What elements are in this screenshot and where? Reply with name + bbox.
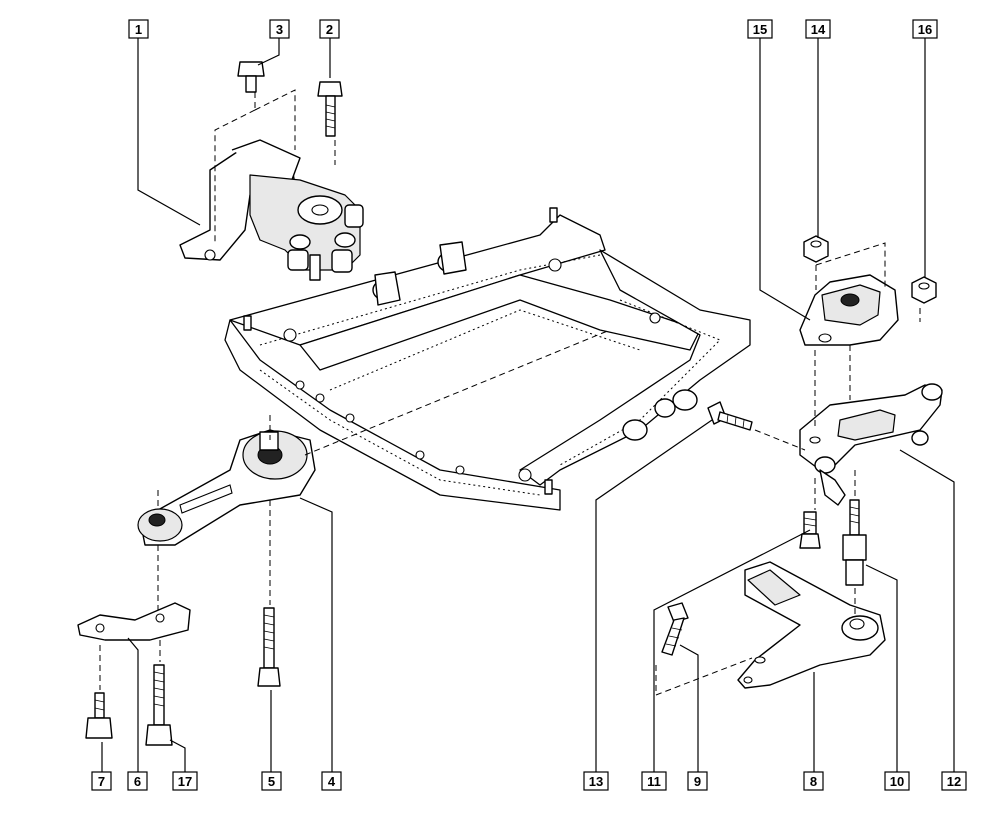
svg-text:1: 1: [135, 22, 142, 37]
torque-rod-part[interactable]: [137, 429, 316, 546]
svg-text:9: 9: [694, 774, 701, 789]
nut-16-part[interactable]: [911, 276, 937, 304]
svg-text:12: 12: [947, 774, 961, 789]
svg-text:7: 7: [98, 774, 105, 789]
bolt-11-part[interactable]: [799, 511, 821, 549]
svg-text:10: 10: [890, 774, 904, 789]
bolt-13-part[interactable]: [707, 401, 753, 431]
svg-text:15: 15: [753, 22, 767, 37]
svg-text:6: 6: [134, 774, 141, 789]
svg-text:4: 4: [328, 774, 336, 789]
callout-1: 1: [128, 19, 149, 39]
bolt-17-part[interactable]: [145, 664, 173, 746]
callout-9: 9: [687, 771, 708, 791]
gearbox-mount-part[interactable]: [799, 274, 899, 346]
bolt-5-part[interactable]: [257, 607, 281, 687]
callout-3: 3: [269, 19, 290, 39]
callout-7: 7: [91, 771, 112, 791]
subframe-part[interactable]: [224, 207, 751, 511]
svg-text:16: 16: [918, 22, 932, 37]
bolt-3-part[interactable]: [237, 61, 265, 93]
svg-text:2: 2: [326, 22, 333, 37]
svg-text:3: 3: [276, 22, 283, 37]
assembly-guidelines: [99, 89, 921, 696]
svg-text:14: 14: [811, 22, 826, 37]
callout-13: 13: [583, 771, 609, 791]
callout-5: 5: [261, 771, 282, 791]
callout-8: 8: [803, 771, 824, 791]
callout-14: 14: [805, 19, 831, 39]
svg-text:17: 17: [178, 774, 192, 789]
mounting-plate-part[interactable]: [77, 602, 191, 641]
callout-6: 6: [127, 771, 148, 791]
svg-text:13: 13: [589, 774, 603, 789]
callout-2: 2: [319, 19, 340, 39]
bolt-9-part[interactable]: [661, 602, 689, 656]
bolt-2-part[interactable]: [317, 81, 343, 137]
stud-10-part[interactable]: [842, 499, 867, 586]
callout-11: 11: [641, 771, 667, 791]
svg-text:5: 5: [268, 774, 275, 789]
svg-text:11: 11: [647, 774, 661, 789]
callout-10: 10: [884, 771, 910, 791]
callout-17: 17: [172, 771, 198, 791]
nut-14-part[interactable]: [803, 235, 829, 263]
engine-mount-bracket-part[interactable]: [179, 139, 364, 281]
bolt-7-part[interactable]: [85, 692, 113, 739]
callout-12: 12: [941, 771, 967, 791]
callout-4: 4: [321, 771, 342, 791]
leader-lines: [101, 36, 955, 772]
support-arm-part[interactable]: [799, 383, 943, 506]
callout-16: 16: [912, 19, 938, 39]
callout-15: 15: [747, 19, 773, 39]
lower-bracket-part[interactable]: [737, 561, 886, 689]
svg-text:8: 8: [810, 774, 817, 789]
